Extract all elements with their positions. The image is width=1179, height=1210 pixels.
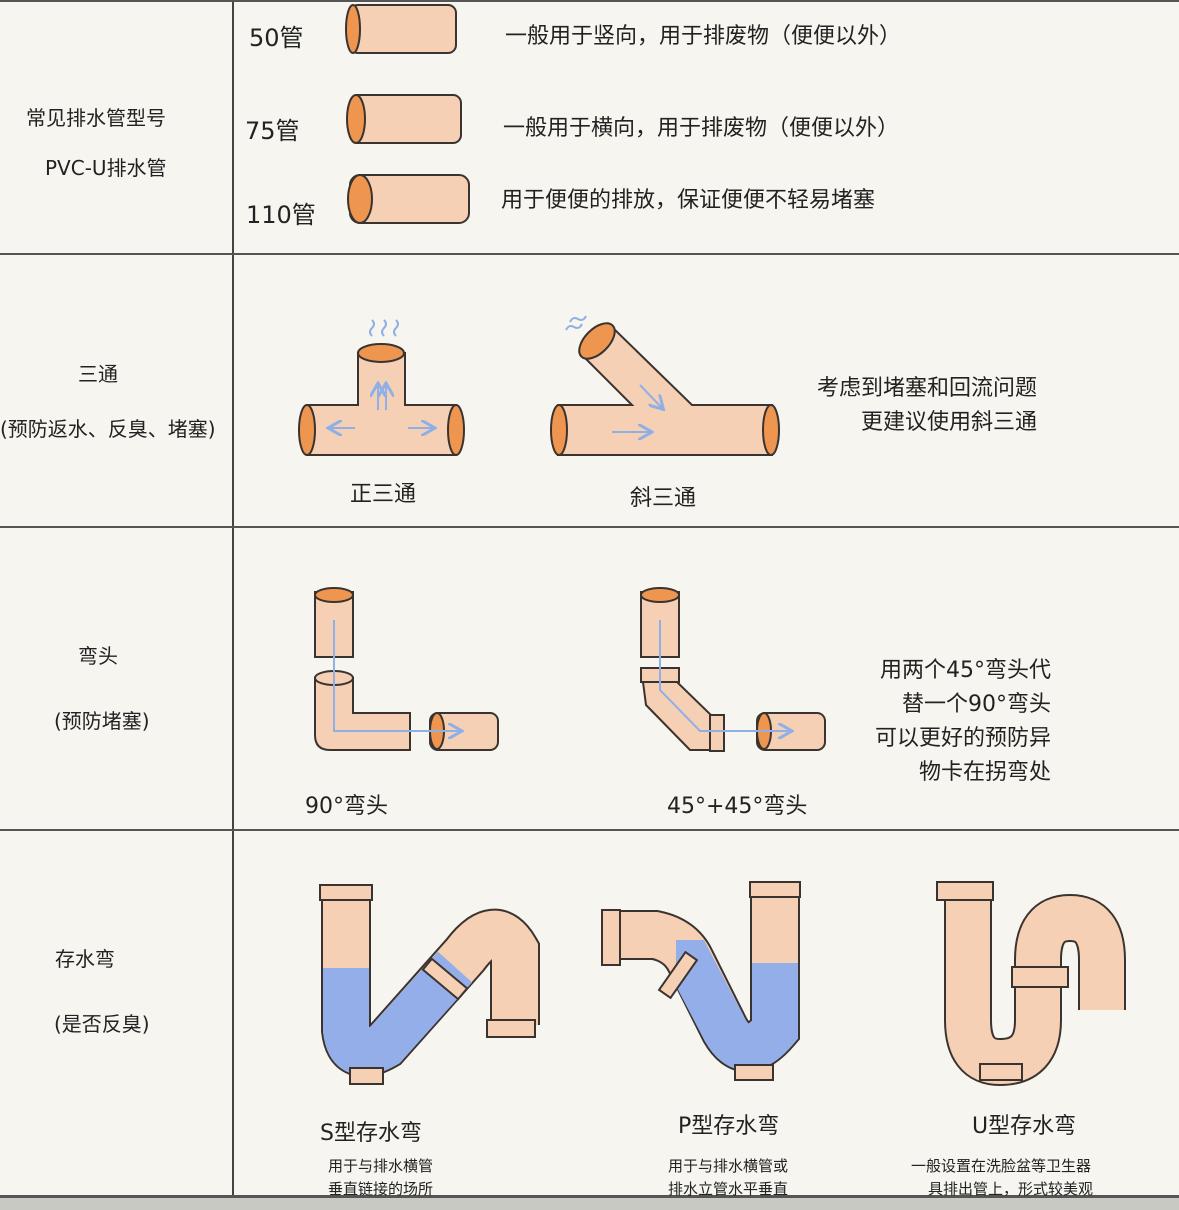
section-title: 常见排水管型号 <box>26 106 166 130</box>
pipe-label: 50管 <box>249 24 304 52</box>
row-divider <box>0 526 1179 528</box>
trap-description: 用于与排水横管 <box>328 1157 434 1175</box>
trap-label: P型存水弯 <box>678 1114 780 1139</box>
trap-label: U型存水弯 <box>972 1114 1077 1139</box>
row-divider <box>0 829 1179 831</box>
s-trap <box>319 884 540 1085</box>
elbow-45-45 <box>640 587 826 752</box>
pipe-description: 一般用于横向，用于排废物（便便以外） <box>503 116 900 141</box>
fitting-label: 正三通 <box>350 482 417 507</box>
pipe-description: 一般用于竖向，用于排废物（便便以外） <box>505 24 902 49</box>
row-divider <box>0 253 1179 255</box>
pipe-110 <box>347 174 470 224</box>
pipe-75 <box>346 94 462 144</box>
trap-description: 排水立管水平垂直 <box>668 1180 789 1198</box>
note-line: 更建议使用斜三通 <box>860 410 1037 435</box>
fitting-label: 90°弯头 <box>305 794 388 819</box>
odor-icon <box>565 315 587 331</box>
pipe-50 <box>345 4 457 54</box>
section-subtitle: PVC-U排水管 <box>45 156 167 180</box>
p-trap <box>601 881 801 1081</box>
fitting-label: 45°+45°弯头 <box>667 794 808 819</box>
section-subtitle: (预防返水、反臭、堵塞) <box>0 417 216 441</box>
row-divider <box>0 0 1179 2</box>
trap-description: 用于与排水横管或 <box>668 1157 789 1175</box>
column-divider <box>232 0 234 1197</box>
section-title: 存水弯 <box>55 947 115 971</box>
pipe-description: 用于便便的排放，保证便便不轻易堵塞 <box>501 188 876 213</box>
trap-description: 垂直链接的场所 <box>328 1180 434 1198</box>
fitting-label: 斜三通 <box>630 486 697 511</box>
pipe-label: 110管 <box>246 201 316 229</box>
note-line: 物卡在拐弯处 <box>918 760 1051 785</box>
section-title: 弯头 <box>78 644 118 668</box>
trap-label: S型存水弯 <box>320 1121 422 1146</box>
note-line: 用两个45°弯头代 <box>880 658 1051 683</box>
trap-description: 一般设置在洗脸盆等卫生器 <box>911 1157 1092 1175</box>
note-line: 可以更好的预防异 <box>874 726 1051 751</box>
section-title: 三通 <box>78 362 118 386</box>
note-line: 考虑到堵塞和回流问题 <box>816 376 1037 401</box>
section-subtitle: (预防堵塞) <box>54 709 150 733</box>
elbow-90 <box>314 587 499 751</box>
flow-arrows <box>330 315 790 731</box>
section-subtitle: (是否反臭) <box>54 1012 150 1036</box>
wye-tee-fitting <box>550 322 780 456</box>
note-line: 替一个90°弯头 <box>902 692 1051 717</box>
trap-description: 具排出管上，形式较美观 <box>928 1180 1094 1198</box>
pipe-label: 75管 <box>245 117 300 145</box>
odor-icon <box>369 319 399 337</box>
u-trap <box>936 881 1126 1087</box>
bottom-bar <box>0 1195 1179 1210</box>
straight-tee-fitting <box>298 343 465 456</box>
